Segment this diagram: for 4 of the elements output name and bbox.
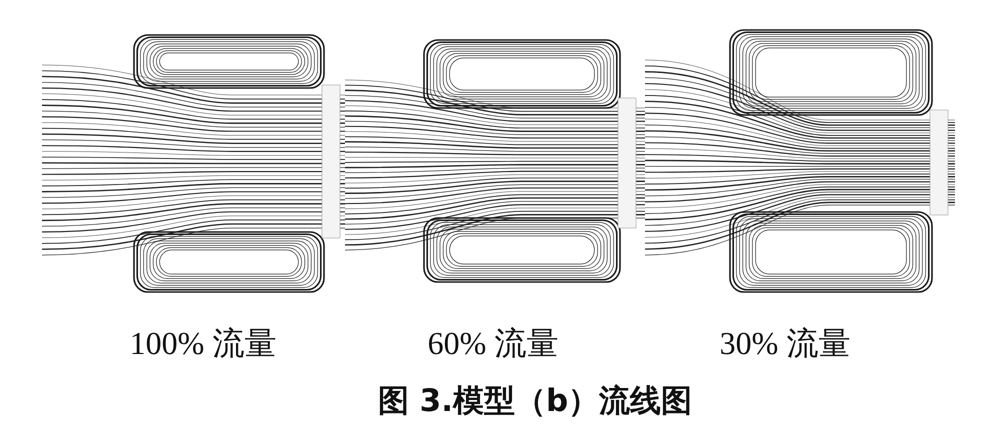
figure-caption: 图 3.模型（b）流线图 — [376, 382, 694, 421]
flow-rate-label: 60% 流量 — [426, 324, 560, 363]
flow-rate-label: 30% 流量 — [718, 324, 852, 363]
flow-rate-label: 100% 流量 — [128, 324, 278, 363]
